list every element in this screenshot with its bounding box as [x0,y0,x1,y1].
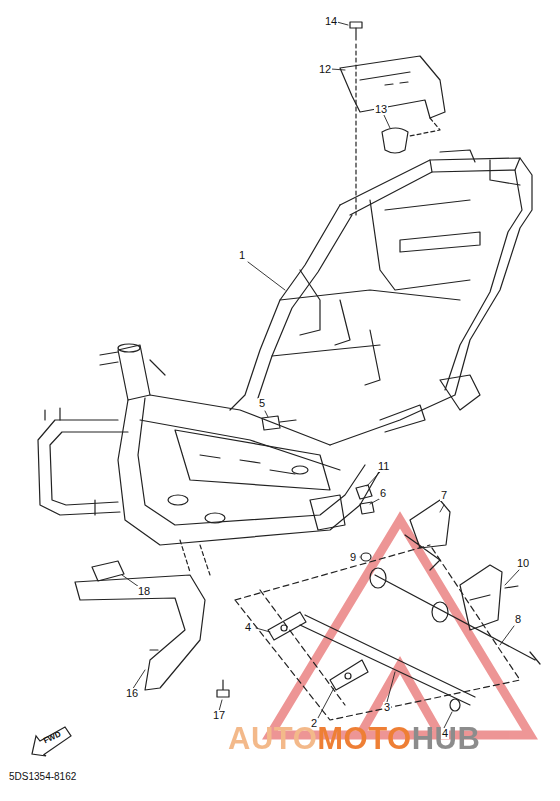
drawing-code: 5DS1354-8162 [8,772,77,782]
callout-number: 16 [125,688,139,699]
bolt [262,416,296,430]
assembly-line [235,545,520,720]
under-guard [75,575,205,690]
callout-number: 6 [379,488,387,499]
main-frame [38,150,532,545]
bolt [217,680,229,697]
bolt [350,22,362,40]
assembly-line [410,118,440,136]
collar [450,699,460,711]
stand-bracket [405,500,450,570]
direction-arrow: FWD [30,724,73,758]
callout-number: 17 [212,710,226,721]
stand-link [268,612,306,640]
stand-bracket [460,565,518,630]
rubber-damper [382,128,408,153]
callout-number: 5 [258,398,266,409]
callout-number: 18 [137,586,151,597]
shaft [300,615,475,705]
callout-number: 12 [318,64,332,75]
callout-number: 10 [516,558,530,569]
nut [356,485,372,499]
callout-number: 9 [349,552,357,563]
collar [370,568,386,588]
callout-number: 7 [440,490,448,501]
callout-number: 11 [377,461,390,472]
callout-number: 1 [238,250,246,261]
watermark: AUTOMOTOHUB [228,723,480,754]
washer [361,553,371,561]
rubber-pad [92,561,124,581]
callout-number: 13 [374,104,388,115]
callout-number: 3 [383,702,391,713]
collar [432,602,448,622]
callout-number: 8 [514,614,522,625]
assembly-line [180,540,210,575]
mount-bracket [340,56,445,118]
watermark-triangle [270,520,530,735]
callout-number: 4 [244,622,252,633]
stand-link [330,660,368,690]
nut [360,502,374,514]
leader-line [122,22,519,728]
assembly-line [355,44,356,215]
callout-number: 14 [324,16,338,27]
long-bolt [375,575,540,664]
